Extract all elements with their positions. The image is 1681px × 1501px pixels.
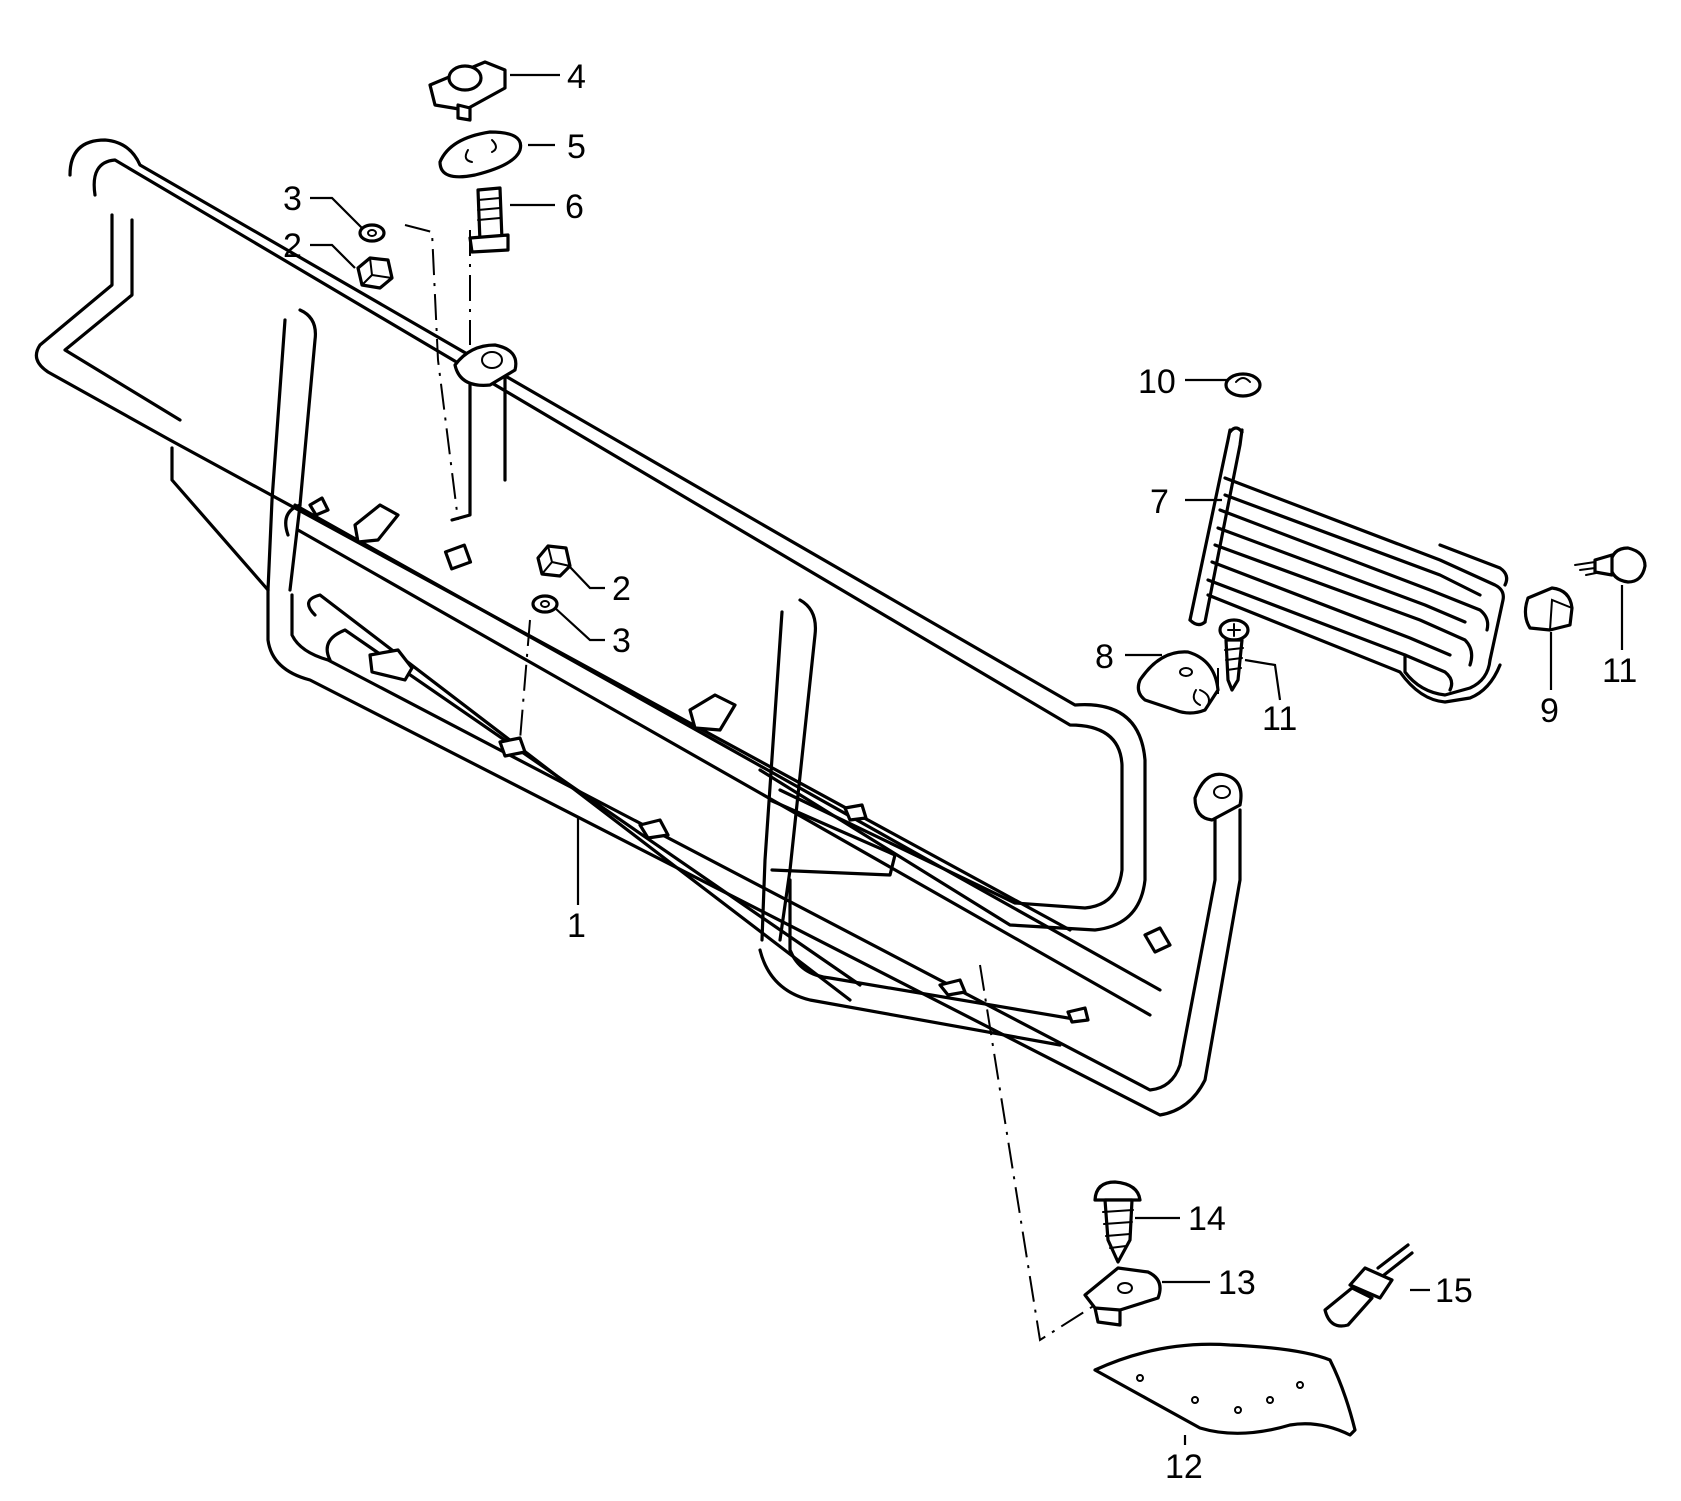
- part-11-screw-mid[interactable]: [1218, 618, 1250, 692]
- part-2-nut-top[interactable]: [356, 256, 394, 290]
- part-5-plate[interactable]: [438, 130, 523, 179]
- callout-1: 1: [567, 907, 586, 945]
- part-2-nut-mid[interactable]: [536, 544, 572, 578]
- callout-10: 10: [1138, 363, 1176, 401]
- part-11-screw-right[interactable]: [1574, 546, 1647, 584]
- callout-14: 14: [1188, 1200, 1226, 1238]
- callout-9: 9: [1540, 692, 1559, 730]
- part-14-screw[interactable]: [1093, 1180, 1142, 1264]
- part-8-bracket[interactable]: [1136, 650, 1220, 715]
- part-9-end-cap[interactable]: [1523, 586, 1574, 632]
- callout-6: 6: [565, 188, 584, 226]
- callout-4: 4: [567, 58, 586, 96]
- part-1-bull-bar-frame[interactable]: [34, 138, 1243, 1117]
- assembly-axis-lines: [404, 224, 1219, 1342]
- part-10-cap[interactable]: [1224, 372, 1262, 398]
- part-7-side-guard[interactable]: [1188, 426, 1509, 704]
- part-15-rivet[interactable]: [1323, 1243, 1414, 1328]
- part-6-bolt[interactable]: [468, 186, 510, 254]
- callout-15: 15: [1435, 1272, 1473, 1310]
- callout-11: 11: [1262, 700, 1297, 738]
- part-12-skid-plate[interactable]: [1093, 1342, 1357, 1437]
- leader-lines: [310, 73, 1624, 1445]
- callout-3: 3: [283, 180, 302, 218]
- part-4-clamp[interactable]: [428, 60, 507, 122]
- callout-2: 2: [283, 227, 302, 265]
- callout-labels: 4 5 6 3 2 2 3 1 10 7 8 11 9 11 14 13 15 …: [283, 58, 1637, 1486]
- part-3-washer-mid[interactable]: [531, 594, 559, 614]
- callout-8: 8: [1095, 638, 1114, 676]
- callout-3: 3: [612, 622, 631, 660]
- callout-2: 2: [612, 570, 631, 608]
- callout-7: 7: [1150, 483, 1169, 521]
- callout-13: 13: [1218, 1264, 1256, 1302]
- part-3-washer-top[interactable]: [358, 223, 386, 243]
- callout-12: 12: [1165, 1448, 1203, 1486]
- part-13-clip-nut[interactable]: [1083, 1266, 1162, 1327]
- callout-5: 5: [567, 128, 586, 166]
- callout-11: 11: [1602, 652, 1637, 690]
